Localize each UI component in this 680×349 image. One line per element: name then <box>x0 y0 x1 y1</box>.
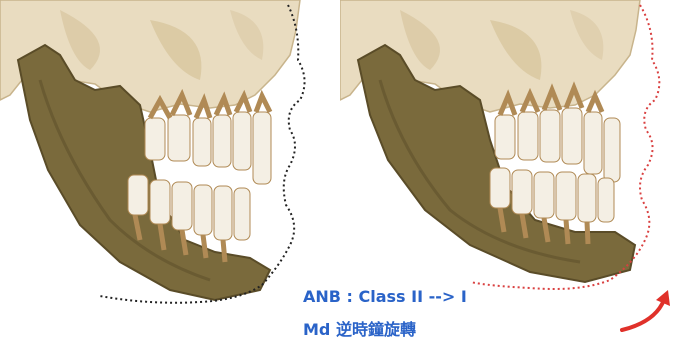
jaw-illustration-before <box>0 0 340 349</box>
panel-before <box>0 0 340 349</box>
caption-mandible-rotation: Md 逆時鐘旋轉 <box>303 316 416 340</box>
caption-anb-class: ANB : Class II --> I <box>303 287 467 306</box>
upper-teeth-illustration <box>145 95 271 184</box>
rotation-arrow-icon <box>622 290 670 330</box>
